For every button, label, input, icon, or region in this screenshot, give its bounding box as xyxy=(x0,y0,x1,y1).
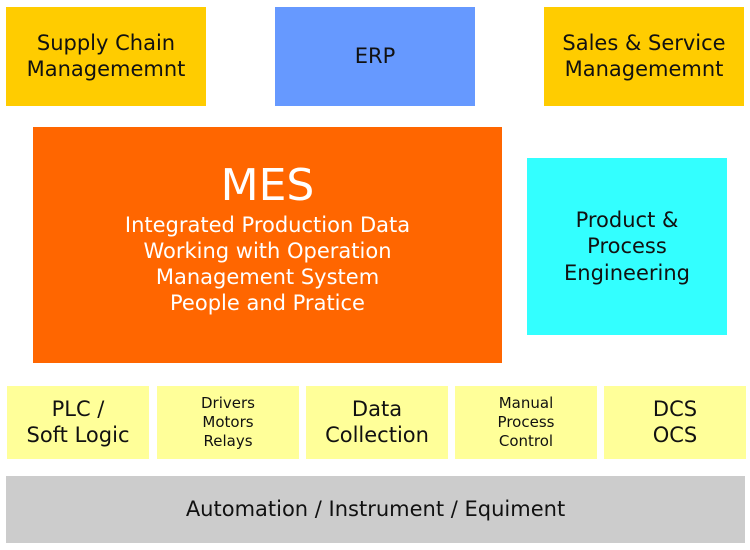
mes-line-4: People and Pratice xyxy=(170,290,365,315)
plc-line-1: PLC / xyxy=(51,396,105,421)
data-collection-line-2: Collection xyxy=(325,422,429,447)
drivers-motors-relays-box: Drivers Motors Relays xyxy=(157,386,299,459)
supply-chain-line-2: Managememnt xyxy=(26,56,186,81)
plc-line-2: Soft Logic xyxy=(26,422,130,447)
drivers-line-1: Drivers xyxy=(201,393,255,412)
mes-line-2: Working with Operation xyxy=(143,239,392,264)
ppe-line-2: Process xyxy=(587,234,667,259)
manual-line-3: Control xyxy=(498,432,554,451)
mes-line-1: Integrated Production Data xyxy=(124,213,411,238)
mes-line-3: Management System xyxy=(155,264,380,289)
erp-box: ERP xyxy=(275,7,475,106)
ppe-line-1: Product & xyxy=(575,208,679,233)
supply-chain-line-1: Supply Chain xyxy=(36,31,176,56)
mes-title: MES xyxy=(220,160,315,211)
dcs-line-2: OCS xyxy=(652,422,698,447)
manual-line-2: Process xyxy=(497,412,555,431)
dcs-ocs-box: DCS OCS xyxy=(604,386,746,459)
ppe-line-3: Engineering xyxy=(564,260,690,285)
drivers-line-3: Relays xyxy=(203,432,253,451)
sales-service-management-box: Sales & Service Managememnt xyxy=(544,7,744,106)
data-collection-line-1: Data xyxy=(351,396,403,421)
drivers-line-2: Motors xyxy=(202,412,254,431)
dcs-line-1: DCS xyxy=(652,396,698,421)
automation-instrument-equipment-bar: Automation / Instrument / Equiment xyxy=(6,476,745,543)
mes-box: MES Integrated Production Data Working w… xyxy=(33,127,502,363)
plc-soft-logic-box: PLC / Soft Logic xyxy=(7,386,149,459)
data-collection-box: Data Collection xyxy=(306,386,448,459)
erp-label: ERP xyxy=(354,43,396,68)
sales-service-line-2: Managememnt xyxy=(564,56,724,81)
automation-label: Automation / Instrument / Equiment xyxy=(185,496,566,521)
manual-line-1: Manual xyxy=(498,393,554,412)
sales-service-line-1: Sales & Service xyxy=(562,31,726,56)
manual-process-control-box: Manual Process Control xyxy=(455,386,597,459)
product-process-engineering-box: Product & Process Engineering xyxy=(527,158,727,335)
supply-chain-management-box: Supply Chain Managememnt xyxy=(6,7,206,106)
